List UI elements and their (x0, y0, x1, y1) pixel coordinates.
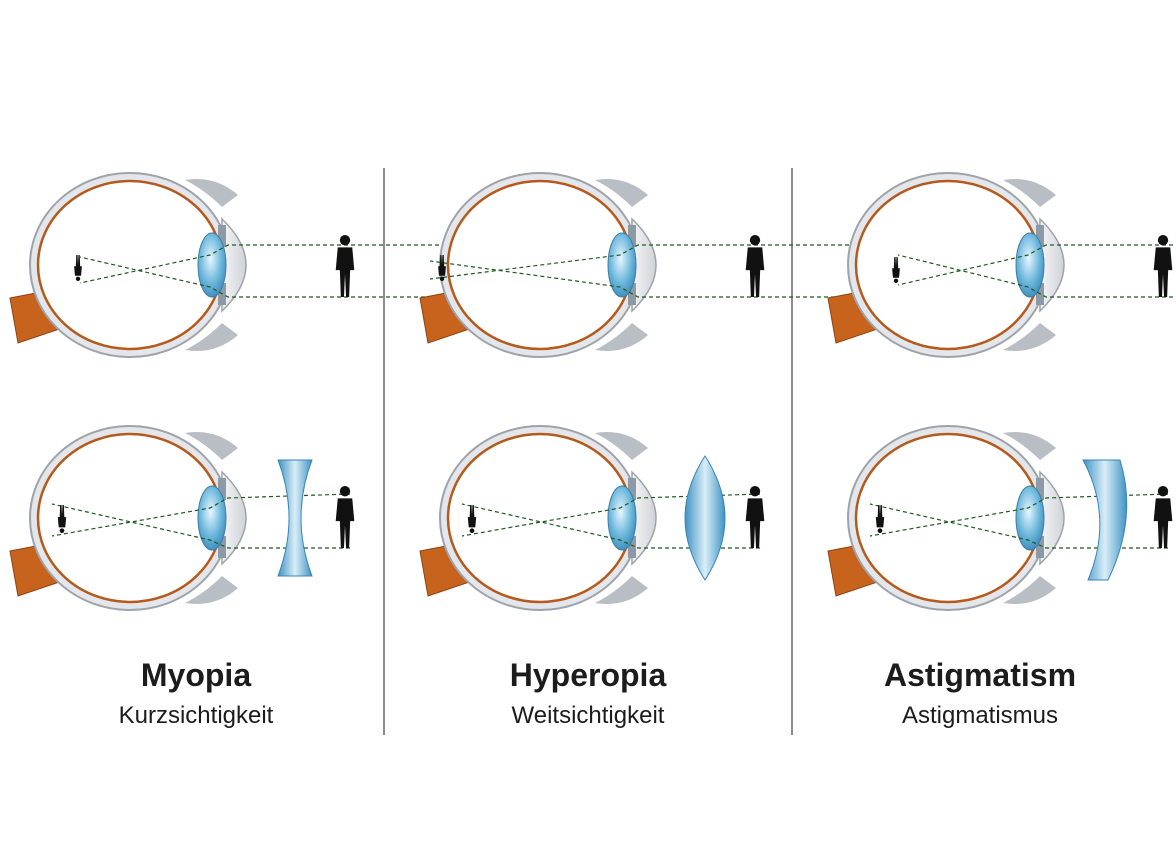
person-head (439, 276, 445, 281)
person-silhouette-icon (57, 505, 67, 533)
vitreous-body (36, 179, 224, 351)
person-body (438, 255, 446, 276)
panel-subtitle: Kurzsichtigkeit (118, 702, 274, 729)
panel-title: Hyperopia (509, 657, 667, 693)
person-head (877, 528, 883, 533)
light-ray (79, 256, 460, 298)
eye-lens (607, 232, 637, 298)
cornea (221, 217, 247, 313)
lower-lid (595, 576, 648, 604)
panel-subtitle: Astigmatismus (901, 702, 1059, 729)
person-head (749, 486, 761, 497)
eye-row-corrected-0 (9, 425, 355, 611)
light-ray (429, 260, 870, 298)
person-head (75, 276, 81, 281)
eye-lens (607, 485, 637, 551)
eye-lens (1015, 485, 1045, 551)
eye-row-uncorrected-0 (9, 172, 460, 358)
person-silhouette-icon (335, 486, 355, 548)
upper-lid (1003, 432, 1056, 460)
person-head (339, 486, 351, 497)
light-ray (897, 254, 1176, 298)
panel-title: Myopia (140, 657, 252, 693)
convex-lens-icon (684, 455, 726, 581)
upper-lid (1003, 179, 1056, 207)
eye-cross-section-icon (827, 172, 1176, 358)
person-head (59, 528, 65, 533)
person-silhouette-icon (745, 235, 765, 297)
panel-title: Astigmatism (883, 657, 1077, 693)
person-silhouette-icon (875, 505, 885, 533)
panel-caption-hyperopia: Hyperopia Weitsichtigkeit (392, 655, 784, 732)
person-body (875, 505, 885, 528)
upper-lid (595, 432, 648, 460)
cornea (631, 470, 657, 566)
person-body (57, 505, 67, 528)
vitreous-body (854, 179, 1042, 351)
person-silhouette-icon (1153, 486, 1173, 548)
eye-cross-section-icon (9, 172, 460, 358)
eye-lens (197, 485, 227, 551)
person-silhouette-icon (74, 255, 82, 281)
person-silhouette-icon (892, 257, 900, 283)
person-body (892, 257, 900, 278)
person-silhouette-icon (335, 235, 355, 297)
person-body (335, 498, 355, 548)
person-body (335, 247, 355, 297)
cylindrical-lens-icon (1082, 459, 1128, 581)
panel-caption-myopia: Myopia Kurzsichtigkeit (0, 655, 392, 732)
person-body (74, 255, 82, 276)
person-silhouette-icon (1153, 235, 1173, 297)
person-head (749, 235, 761, 246)
person-body (467, 505, 477, 528)
eye-cross-section-icon (9, 425, 351, 611)
panel-subtitle: Weitsichtigkeit (511, 702, 665, 729)
lower-lid (595, 323, 648, 351)
cornea (1039, 470, 1065, 566)
person-silhouette-icon (745, 486, 765, 548)
lower-lid (1003, 576, 1056, 604)
person-body (745, 498, 765, 548)
concave-lens-icon (277, 459, 313, 577)
person-head (339, 235, 351, 246)
eye-row-uncorrected-1 (419, 172, 870, 358)
cornea (1039, 217, 1065, 313)
eye-row-corrected-1 (419, 425, 765, 611)
lower-lid (1003, 323, 1056, 351)
person-body (1153, 498, 1173, 548)
vitreous-body (446, 179, 634, 351)
eye-row-uncorrected-2 (827, 172, 1176, 358)
person-head (1157, 486, 1169, 497)
panel-caption-astigmatism: Astigmatism Astigmatismus (784, 655, 1176, 732)
person-head (1157, 235, 1169, 246)
upper-lid (595, 179, 648, 207)
lower-lid (185, 323, 238, 351)
eye-lens (197, 232, 227, 298)
lower-lid (185, 576, 238, 604)
eye-cross-section-icon (419, 425, 761, 611)
upper-lid (185, 179, 238, 207)
cornea (221, 470, 247, 566)
upper-lid (185, 432, 238, 460)
eye-lens (1015, 232, 1045, 298)
person-head (469, 528, 475, 533)
person-silhouette-icon (467, 505, 477, 533)
eye-cross-section-icon (419, 172, 870, 358)
eye-cross-section-icon (827, 425, 1169, 611)
person-silhouette-icon (438, 255, 446, 281)
person-head (893, 278, 899, 283)
cornea (631, 217, 657, 313)
person-body (745, 247, 765, 297)
eye-row-corrected-2 (827, 425, 1173, 611)
person-body (1153, 247, 1173, 297)
